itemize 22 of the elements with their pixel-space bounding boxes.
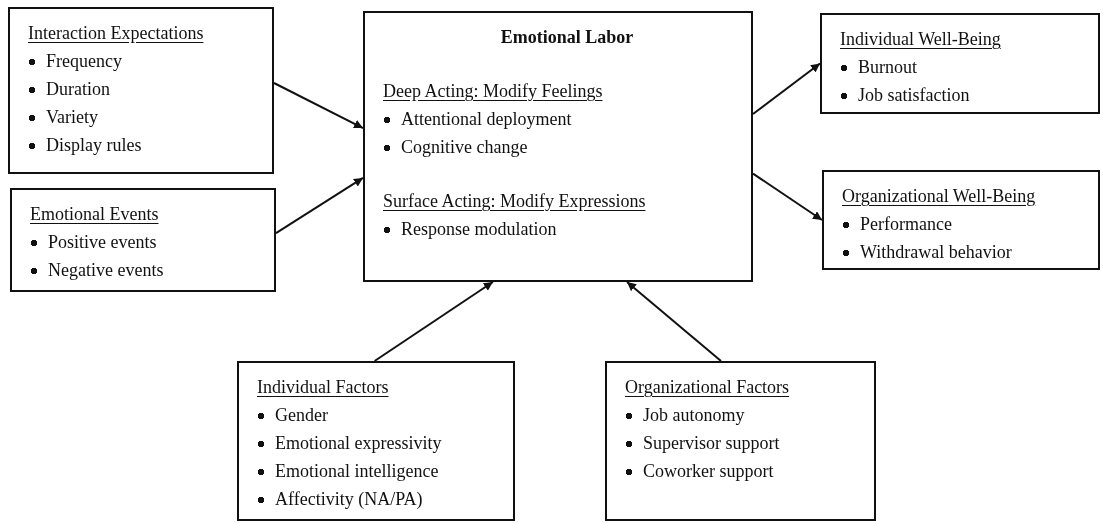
factor-box	[820, 13, 1100, 114]
factor-box	[822, 170, 1100, 270]
arrow	[273, 82, 364, 130]
arrow	[373, 281, 494, 362]
factor-box	[605, 361, 876, 521]
section-heading: Individual Factors	[257, 376, 389, 399]
section-heading: Deep Acting: Modify Feelings	[383, 80, 603, 103]
arrow	[752, 172, 823, 221]
section-heading: Interaction Expectations	[28, 22, 204, 45]
arrow	[626, 281, 722, 362]
box-title: Emotional Labor	[500, 26, 634, 49]
factor-box	[363, 11, 753, 282]
factor-box	[237, 361, 515, 521]
section-heading: Individual Well-Being	[840, 28, 1001, 51]
section-heading: Organizational Well-Being	[842, 185, 1036, 208]
section-heading: Surface Acting: Modify Expressions	[383, 190, 646, 213]
arrow	[275, 176, 364, 235]
factor-box	[8, 7, 274, 174]
arrow	[752, 62, 821, 115]
section-heading: Organizational Factors	[625, 376, 790, 399]
factor-box	[10, 188, 276, 292]
section-heading: Emotional Events	[30, 203, 159, 226]
